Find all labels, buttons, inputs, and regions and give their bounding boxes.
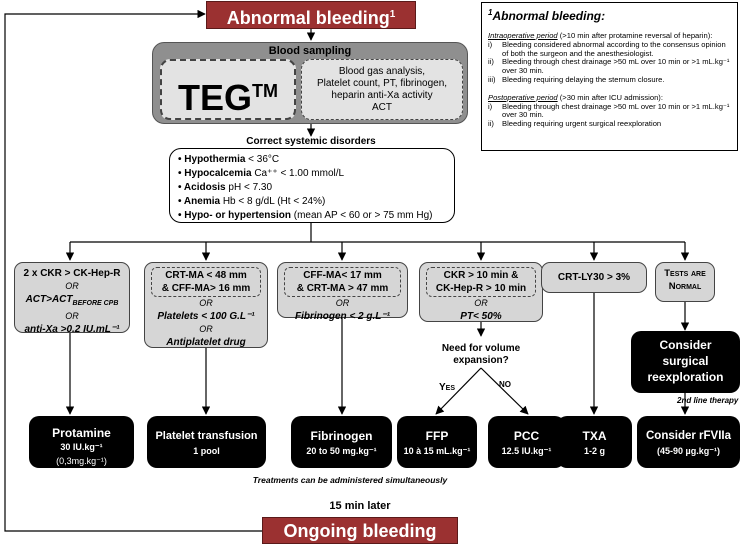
treatment-platelet-transfusion: Platelet transfusion 1 pool	[147, 416, 266, 468]
volume-expansion-question: Need for volume expansion?	[441, 343, 521, 366]
fifteen-min-later: 15 min later	[329, 500, 391, 512]
list-item: i)Bleeding considered abnormal according…	[488, 39, 726, 58]
list-item: ii)Bleeding through chest drainage >50 m…	[488, 57, 730, 76]
other-test-line: heparin anti-Xa activity	[331, 90, 433, 101]
other-tests-box: Blood gas analysis, Platelet count, PT, …	[301, 59, 463, 120]
list-item: ii)Bleeding requiring urgent surgical re…	[488, 119, 662, 129]
abnormal-bleeding-sup: 1	[389, 9, 396, 20]
correct-systemic-label: Correct systemic disorders	[246, 136, 376, 147]
condition-platelets: CRT-MA < 48 mm& CFF-MA> 16 mm OR Platele…	[144, 262, 268, 348]
teg-criteria: CRT-MA < 48 mm& CFF-MA> 16 mm	[151, 267, 261, 297]
treatment-pcc: PCC 12.5 IU.kg⁻¹	[488, 416, 565, 468]
condition-coagulation-factors: CKR > 10 min &CK-Hep-R > 10 min OR PT< 5…	[419, 262, 543, 322]
teg-criteria: CKR > 10 min &CK-Hep-R > 10 min	[426, 267, 536, 297]
other-test-line: Platelet count, PT, fibrinogen,	[316, 78, 448, 89]
blood-sampling-title: Blood sampling	[268, 45, 352, 57]
teg-criteria: CFF-MA< 17 mm& CRT-MA > 47 mm	[284, 267, 401, 297]
disorder-item: Acidosis pH < 7.30	[178, 181, 446, 195]
list-item: iii)Bleeding requiring delaying the ster…	[488, 74, 665, 84]
consider-reexploration-box: Consider surgical reexploration	[631, 331, 740, 393]
abnormal-bleeding-definition: 1Abnormal bleeding: Intraoperative perio…	[481, 2, 738, 151]
disorder-item: Hypo- or hypertension (mean AP < 60 or >…	[178, 209, 446, 223]
teg-label: TEG	[177, 77, 252, 118]
condition-heparin: 2 x CKR > CK-Hep-R OR ACT>ACTBEFORE CPB …	[14, 262, 130, 335]
ongoing-bleeding-banner: Ongoing bleeding	[262, 517, 458, 544]
definition-title: 1Abnormal bleeding:	[488, 8, 606, 23]
simultaneous-note: Treatments can be administered simultane…	[252, 475, 448, 485]
intraoperative-list: i)Bleeding considered abnormal according…	[488, 39, 731, 85]
yes-label: Yes	[438, 382, 455, 393]
systemic-disorders-box: Hypothermia < 36°C Hypocalcemia Ca⁺⁺ < 1…	[169, 148, 455, 223]
disorder-item: Anemia Hb < 8 g/dL (Ht < 24%)	[178, 195, 446, 209]
list-item: i)Bleeding through chest drainage >50 mL…	[488, 101, 730, 120]
condition-fibrinogen: CFF-MA< 17 mm& CRT-MA > 47 mm OR Fibrino…	[277, 262, 408, 322]
condition-fibrinolysis: CRT-LY30 > 3%	[541, 262, 647, 293]
abnormal-bleeding-banner: Abnormal bleeding1	[206, 1, 416, 29]
treatment-ffp: FFP 10 à 15 mL.kg⁻¹	[397, 416, 477, 468]
teg-box: TEGTM	[160, 59, 296, 120]
postoperative-heading: Postoperative period (>30 min after ICU …	[488, 92, 663, 102]
abnormal-bleeding-text: Abnormal bleeding	[226, 8, 390, 28]
no-label: NO	[499, 380, 511, 389]
teg-sup: TM	[252, 81, 278, 101]
other-test-line: ACT	[372, 102, 392, 113]
disorder-item: Hypocalcemia Ca⁺⁺ < 1.00 mmol/L	[178, 167, 446, 181]
other-test-line: Blood gas analysis,	[338, 66, 426, 77]
postoperative-list: i)Bleeding through chest drainage >50 mL…	[488, 101, 731, 129]
treatment-txa: TXA 1-2 g	[557, 416, 632, 468]
disorder-item: Hypothermia < 36°C	[178, 153, 446, 167]
condition-normal-tests: Tests are Normal	[655, 262, 715, 302]
second-line-label: 2nd line therapy	[677, 396, 739, 405]
treatment-rfviia: Consider rFVIIa (45-90 µg.kg⁻¹)	[637, 416, 740, 468]
intraoperative-heading: Intraoperative period (>10 min after pro…	[488, 31, 713, 40]
treatment-protamine: Protamine 30 IU.kg⁻¹ (0,3mg.kg⁻¹)	[29, 416, 134, 468]
treatment-fibrinogen: Fibrinogen 20 to 50 mg.kg⁻¹	[291, 416, 392, 468]
